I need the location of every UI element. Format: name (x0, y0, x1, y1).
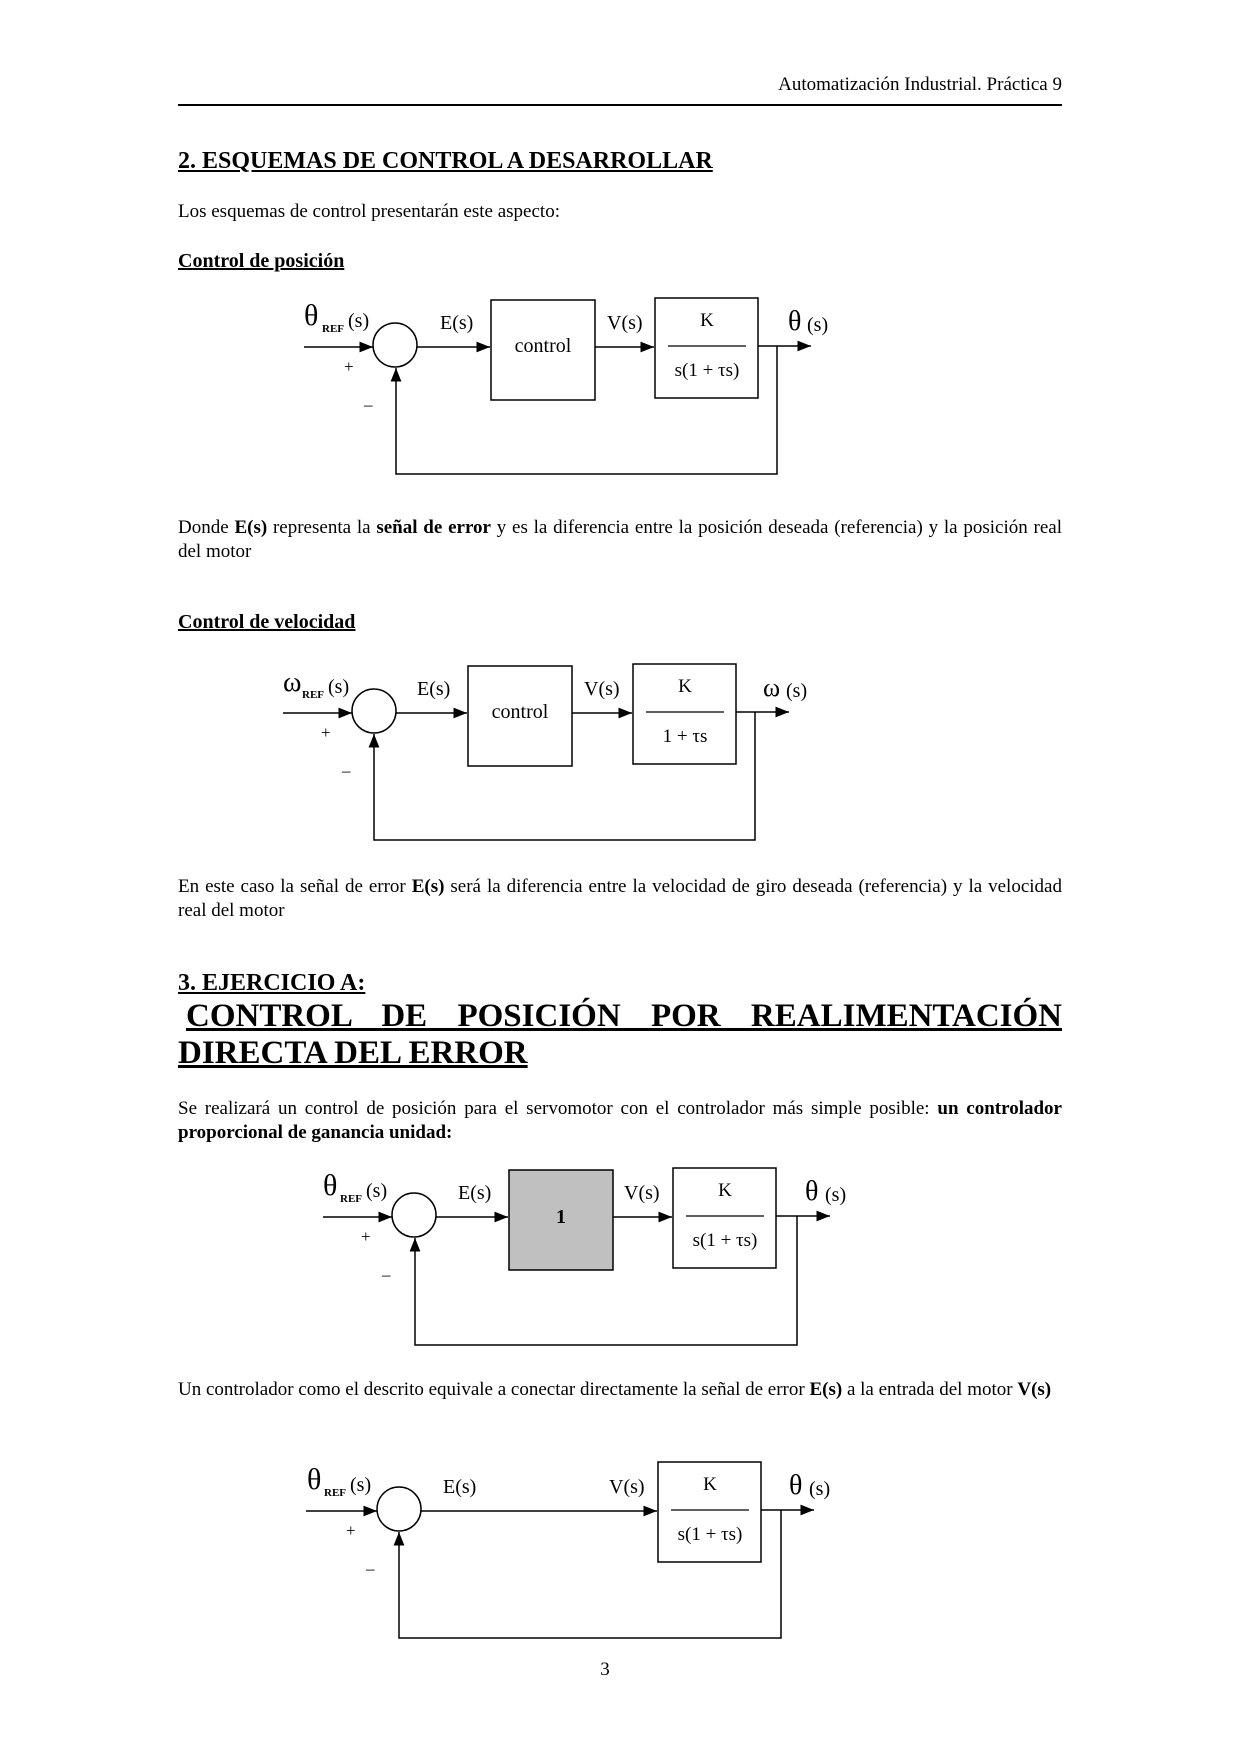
output-s: (s) (809, 1478, 830, 1500)
v-label: V(s) (607, 312, 643, 334)
error-label: E(s) (458, 1182, 491, 1204)
feedback-path (393, 1510, 782, 1639)
minus-sign: – (363, 395, 373, 414)
section-3-title: CONTROL DE POSICIÓN POR REALIMENTACIÓN D… (178, 998, 1062, 1072)
output-symbol: θ (789, 1470, 802, 1501)
diagram-unity-gain-control: θ REF (s) + – E(s) 1 V(s) K s(1 + τs) θ … (323, 1167, 846, 1346)
minus-sign: – (365, 1559, 375, 1578)
plant-block (672, 1167, 777, 1269)
minus-sign: – (341, 761, 351, 780)
feedback-path (368, 712, 756, 841)
running-header: Automatización Industrial. Práctica 9 (178, 72, 1062, 106)
para-text: Se realizará un control de posición para… (178, 1098, 938, 1119)
desc-bold: E(s) (234, 517, 268, 538)
ref-symbol: ω (283, 667, 301, 698)
diagram-direct-error-feedback: θ REF (s) + – E(s) V(s) K s(1 + τs) θ (s… (306, 1461, 830, 1639)
output-symbol: θ (805, 1176, 818, 1207)
ref-s: (s) (350, 1474, 371, 1496)
summing-junction (391, 1192, 437, 1238)
error-label: E(s) (440, 312, 473, 334)
desc-text: representa la (267, 517, 377, 538)
feedback-path (409, 1216, 798, 1346)
desc-text: será la diferencia entre la velocidad de… (178, 876, 1062, 921)
para-bold: un controlador proporcional de ganancia … (178, 1098, 1062, 1143)
plus-sign: + (321, 723, 331, 742)
feedback-path (390, 346, 778, 475)
ref-s: (s) (328, 676, 349, 698)
tf-numerator: K (700, 310, 714, 331)
minus-sign: – (381, 1265, 391, 1284)
controller-label: control (492, 701, 549, 723)
diagram-velocity-control: ω REF (s) + – E(s) control V(s) K 1 + τs… (283, 663, 807, 841)
v-label: V(s) (624, 1182, 660, 1204)
section-3-paragraph-1: Se realizará un control de posición para… (178, 1097, 1062, 1145)
controller-block (467, 665, 573, 767)
output-s: (s) (786, 680, 807, 702)
output-s: (s) (825, 1184, 846, 1206)
controller-gain: 1 (556, 1206, 566, 1228)
ref-symbol: θ (304, 299, 318, 332)
position-control-description: Donde E(s) representa la señal de error … (178, 516, 1062, 564)
summing-junction (376, 1486, 422, 1532)
section-2-title: 2. ESQUEMAS DE CONTROL A DESARROLLAR (178, 148, 713, 174)
desc-text: En este caso la señal de error (178, 876, 412, 897)
tf-denominator: 1 + τs (663, 726, 708, 747)
ref-s: (s) (348, 310, 369, 332)
position-control-heading: Control de posición (178, 250, 345, 272)
desc-text: y es la diferencia entre la posición des… (178, 517, 1063, 562)
tf-numerator: K (703, 1474, 717, 1495)
tf-denominator: s(1 + τs) (693, 1230, 758, 1251)
para-bold: V(s) (1017, 1379, 1052, 1400)
error-label: E(s) (417, 678, 450, 700)
plus-sign: + (361, 1227, 371, 1246)
ref-subscript: REF (324, 1487, 346, 1499)
desc-bold: E(s) (411, 876, 445, 897)
plant-block (657, 1461, 762, 1563)
v-label: V(s) (609, 1476, 645, 1498)
summing-junction (372, 322, 418, 368)
tf-numerator: K (678, 676, 692, 697)
output-symbol: θ (788, 306, 801, 337)
ref-subscript: REF (302, 689, 324, 701)
para-text: a la entrada del motor (842, 1379, 1018, 1400)
controller-block (490, 299, 596, 401)
ref-s: (s) (366, 1180, 387, 1202)
summing-junction (351, 688, 397, 734)
controller-label: control (515, 335, 572, 357)
output-s: (s) (807, 314, 828, 336)
desc-text: Donde (178, 517, 235, 538)
tf-denominator: s(1 + τs) (678, 1524, 743, 1545)
tf-denominator: s(1 + τs) (675, 360, 740, 381)
section-3-label: 3. EJERCICIO A: (178, 970, 366, 996)
error-label: E(s) (443, 1476, 476, 1498)
ref-subscript: REF (322, 323, 344, 335)
section-3-title-line2: DIRECTA DEL ERROR (178, 1035, 528, 1071)
velocity-control-description: En este caso la señal de error E(s) será… (178, 875, 1062, 923)
v-label: V(s) (584, 678, 620, 700)
controller-block (508, 1169, 614, 1271)
para-text: Un controlador como el descrito equivale… (178, 1379, 810, 1400)
plus-sign: + (344, 357, 354, 376)
ref-subscript: REF (340, 1193, 362, 1205)
section-3-paragraph-2: Un controlador como el descrito equivale… (178, 1378, 1062, 1402)
ref-symbol: θ (323, 1169, 337, 1202)
output-symbol: ω (763, 673, 780, 702)
running-title: Automatización Industrial. Práctica 9 (778, 74, 1062, 95)
section-2-intro: Los esquemas de control presentarán este… (178, 201, 560, 222)
page-number: 3 (600, 1659, 610, 1680)
velocity-control-heading: Control de velocidad (178, 611, 356, 633)
desc-bold: señal de error (376, 517, 491, 538)
section-3-title-line1: CONTROL DE POSICIÓN POR REALIMENTACIÓN (186, 998, 1062, 1034)
plant-block (632, 663, 737, 765)
tf-numerator: K (718, 1180, 732, 1201)
plus-sign: + (346, 1521, 356, 1540)
ref-symbol: θ (307, 1463, 321, 1496)
para-bold: E(s) (809, 1379, 843, 1400)
diagram-position-control: θ REF (s) + – E(s) control V(s) K s(1 + … (304, 297, 828, 475)
plant-block (654, 297, 759, 399)
